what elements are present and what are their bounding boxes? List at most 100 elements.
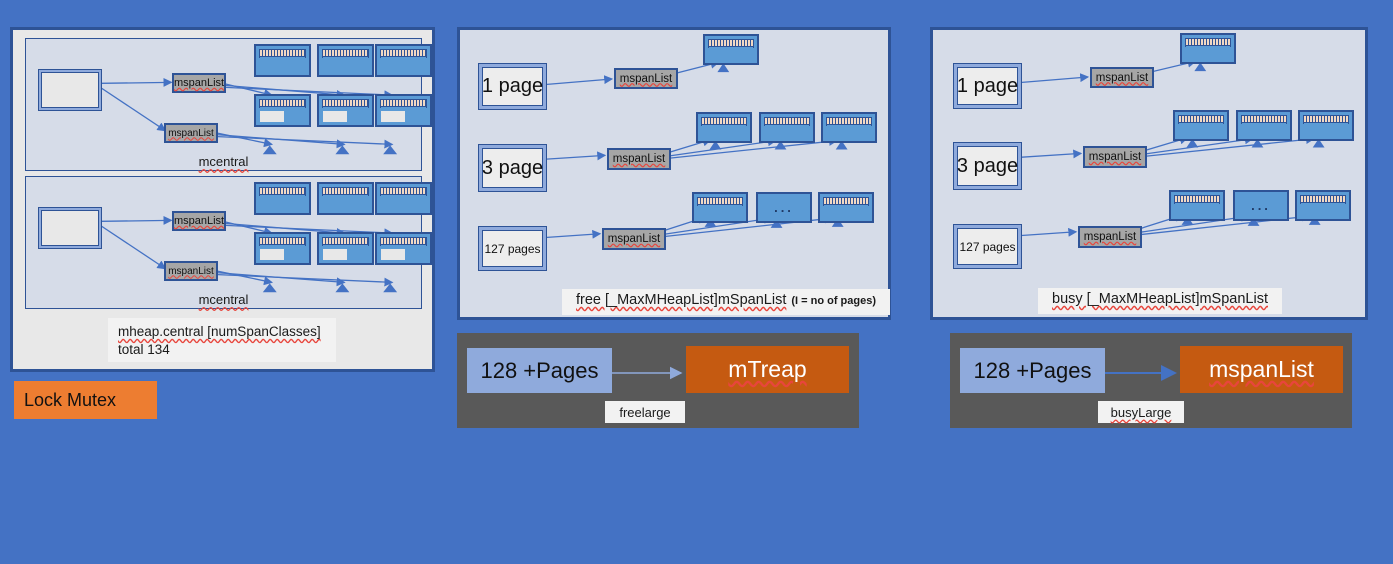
mspanlist-3page[interactable]: mspanList bbox=[1083, 146, 1147, 168]
span-block[interactable] bbox=[254, 232, 311, 265]
span-block[interactable] bbox=[1236, 110, 1292, 141]
mcentral-label: mcentral bbox=[198, 292, 249, 307]
span-block[interactable] bbox=[317, 44, 374, 77]
page-box-3page[interactable]: 3 page bbox=[478, 144, 547, 192]
span-bitmap-icon bbox=[380, 237, 427, 246]
mcentral-2-mspanlist-free[interactable]: mspanList bbox=[172, 211, 226, 231]
span-block[interactable] bbox=[317, 232, 374, 265]
pages-128-chip[interactable]: 128 +Pages bbox=[467, 348, 612, 393]
span-block[interactable] bbox=[254, 94, 311, 127]
mtreap-chip[interactable]: mTreap bbox=[686, 346, 849, 393]
mspanlist-label: mspanList bbox=[168, 265, 214, 277]
span-bitmap-icon bbox=[708, 39, 754, 48]
mspanlist-1page[interactable]: mspanList bbox=[1090, 67, 1154, 88]
span-block[interactable] bbox=[375, 182, 432, 215]
span-block[interactable] bbox=[254, 182, 311, 215]
span-block-ellipsis[interactable]: ... bbox=[1233, 190, 1289, 221]
mspanlist-3page[interactable]: mspanList bbox=[607, 148, 671, 170]
span-bitmap-icon bbox=[380, 49, 427, 58]
span-bitmap-icon bbox=[1185, 38, 1231, 47]
span-block[interactable] bbox=[759, 112, 815, 143]
lock-mutex-label: Lock Mutex bbox=[24, 389, 117, 410]
mspanlist-label: mspanList bbox=[168, 127, 214, 139]
mcentral-group-1: mspanList mspanList bbox=[25, 38, 432, 171]
busy-mspanlist-panel: 1 page mspanList 3 page mspanList 127 pa… bbox=[930, 27, 1368, 320]
mspanlist-label: mspanList bbox=[173, 77, 225, 89]
ellipsis-label: ... bbox=[774, 200, 794, 215]
span-allocated-object bbox=[323, 111, 347, 122]
span-bitmap-icon bbox=[826, 117, 872, 126]
span-bitmap-icon bbox=[701, 117, 747, 126]
span-block[interactable] bbox=[317, 182, 374, 215]
mspanlist-label: mspanList bbox=[607, 233, 661, 245]
ellipsis-label: ... bbox=[1251, 198, 1271, 213]
mcentral-1-mspanlist-free[interactable]: mspanList bbox=[172, 73, 226, 93]
mspanlist-1page[interactable]: mspanList bbox=[614, 68, 678, 89]
span-allocated-object bbox=[260, 249, 284, 260]
span-block-ellipsis[interactable]: ... bbox=[756, 192, 812, 223]
page-box-127pages[interactable]: 127 pages bbox=[953, 224, 1022, 269]
page-box-1page[interactable]: 1 page bbox=[478, 63, 547, 110]
mcentral-2-cache-inner bbox=[41, 210, 99, 246]
span-bitmap-icon bbox=[259, 237, 306, 246]
span-bitmap-icon bbox=[1241, 115, 1287, 124]
mspanlist-127pages[interactable]: mspanList bbox=[1078, 226, 1142, 248]
lock-mutex-button[interactable]: Lock Mutex bbox=[14, 381, 157, 419]
pages-128-label: 128 +Pages bbox=[480, 357, 599, 383]
freelarge-strip: 128 +Pages mTreap freelarge bbox=[457, 333, 859, 428]
page-box-label: 127 pages bbox=[957, 228, 1018, 265]
page-box-label: 3 page bbox=[482, 148, 543, 188]
span-bitmap-icon bbox=[380, 187, 427, 196]
mcentral-1-mspanlist-alloc[interactable]: mspanList bbox=[164, 123, 218, 143]
span-block[interactable] bbox=[1169, 190, 1225, 221]
span-block[interactable] bbox=[703, 34, 759, 65]
span-bitmap-icon bbox=[322, 99, 369, 108]
span-block[interactable] bbox=[375, 232, 432, 265]
span-block[interactable] bbox=[692, 192, 748, 223]
span-block[interactable] bbox=[1173, 110, 1229, 141]
span-block[interactable] bbox=[375, 94, 432, 127]
span-bitmap-icon bbox=[259, 99, 306, 108]
span-allocated-object bbox=[381, 111, 405, 122]
span-block[interactable] bbox=[696, 112, 752, 143]
mspanlist-large-chip[interactable]: mspanList bbox=[1180, 346, 1343, 393]
span-block[interactable] bbox=[1180, 33, 1236, 64]
page-box-1page[interactable]: 1 page bbox=[953, 63, 1022, 109]
mcentral-2-mspanlist-alloc[interactable]: mspanList bbox=[164, 261, 218, 281]
span-bitmap-icon bbox=[1300, 195, 1346, 204]
mspanlist-label: mspanList bbox=[1095, 71, 1149, 84]
span-block[interactable] bbox=[317, 94, 374, 127]
page-box-label: 3 page bbox=[957, 146, 1018, 186]
mheap-central-note-line1: mheap.central [numSpanClasses] bbox=[118, 324, 321, 339]
mheap-central-panel: mspanList mspanList bbox=[10, 27, 435, 372]
busylarge-tag: busyLarge bbox=[1098, 401, 1184, 423]
mspanlist-label: mspanList bbox=[1083, 231, 1137, 243]
span-bitmap-icon bbox=[259, 187, 306, 196]
busylarge-tag-label: busyLarge bbox=[1110, 404, 1172, 420]
pages-128-chip[interactable]: 128 +Pages bbox=[960, 348, 1105, 393]
page-box-3page[interactable]: 3 page bbox=[953, 142, 1022, 190]
span-bitmap-icon bbox=[1303, 115, 1349, 124]
span-bitmap-icon bbox=[697, 197, 743, 206]
mcentral-1-cache-inner bbox=[41, 72, 99, 108]
page-box-label: 1 page bbox=[957, 67, 1018, 105]
page-box-127pages[interactable]: 127 pages bbox=[478, 226, 547, 271]
span-block[interactable] bbox=[1298, 110, 1354, 141]
span-block[interactable] bbox=[818, 192, 874, 223]
mcentral-group-2: mspanList mspanList bbox=[25, 176, 432, 309]
page-box-label: 1 page bbox=[482, 67, 543, 106]
free-panel-caption: free [_MaxMHeapList]mSpanList (I = no of… bbox=[562, 289, 890, 315]
span-block[interactable] bbox=[254, 44, 311, 77]
span-bitmap-icon bbox=[1174, 195, 1220, 204]
mcentral-label: mcentral bbox=[198, 154, 249, 169]
mcentral-1-cache-box bbox=[38, 69, 102, 111]
freelarge-tag: freelarge bbox=[605, 401, 685, 423]
span-block[interactable] bbox=[1295, 190, 1351, 221]
mheap-central-note-line2: total 134 bbox=[118, 342, 170, 358]
span-bitmap-icon bbox=[259, 49, 306, 58]
mspanlist-127pages[interactable]: mspanList bbox=[602, 228, 666, 250]
mcentral-2-cache-box bbox=[38, 207, 102, 249]
span-block[interactable] bbox=[375, 44, 432, 77]
span-block[interactable] bbox=[821, 112, 877, 143]
